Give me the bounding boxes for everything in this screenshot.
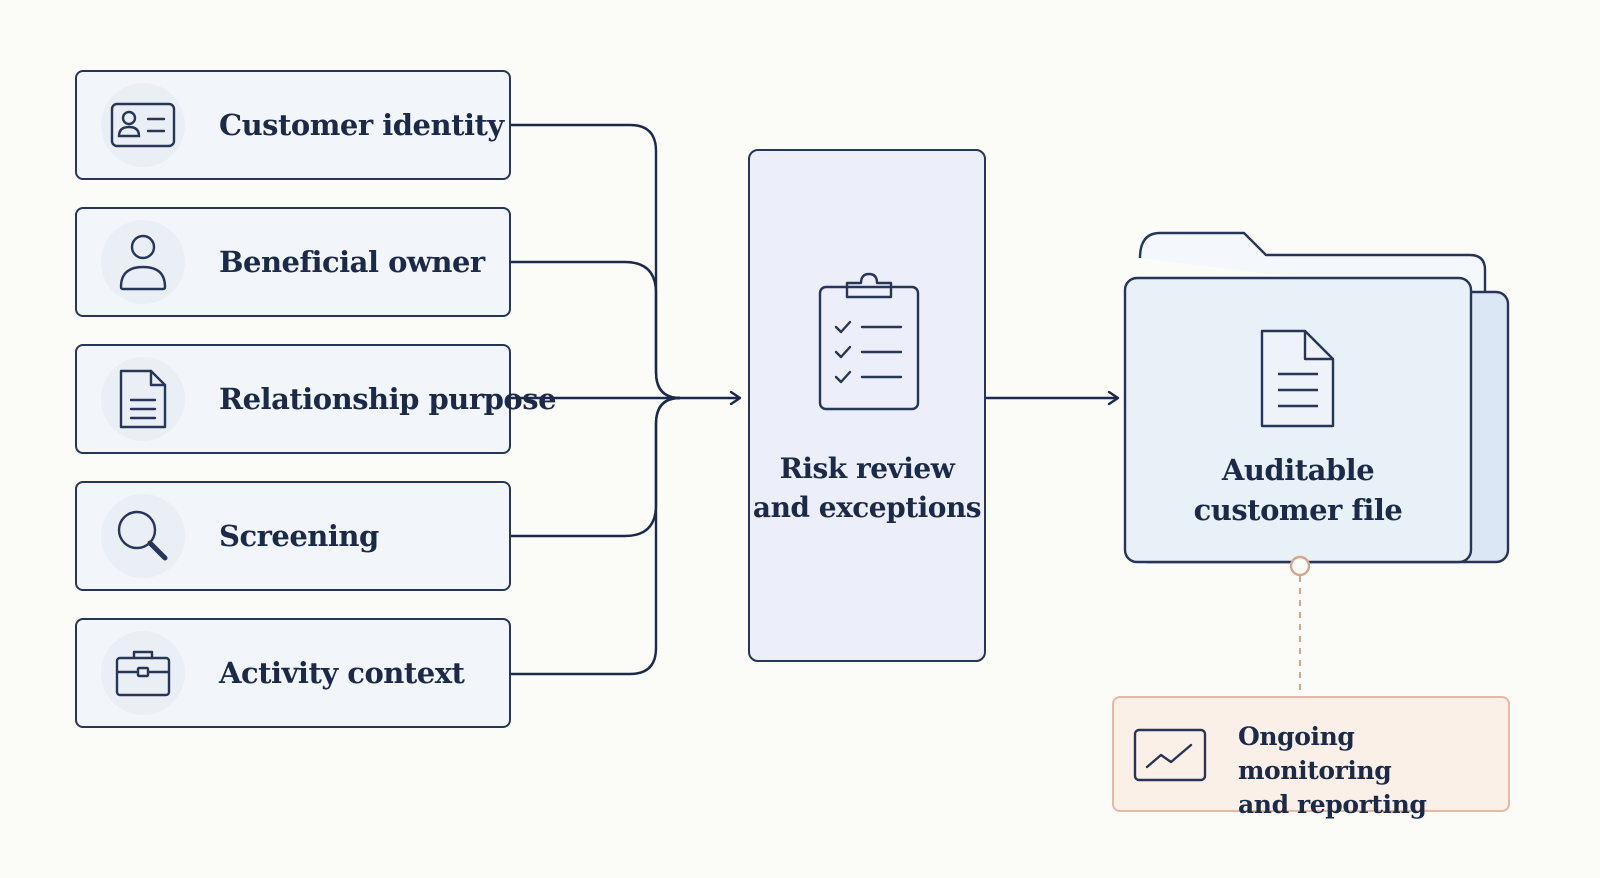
connector-screening [511, 396, 681, 538]
clipboard-checklist-icon [818, 272, 920, 411]
monitoring-label: Ongoing monitoring and reporting [1238, 722, 1427, 819]
risk-review-box: Risk review and exceptions [748, 149, 986, 662]
input-activity-context: Activity context [75, 618, 511, 728]
input-screening: Screening [75, 481, 511, 591]
input-label: Relationship purpose [219, 382, 557, 416]
connector-dot [1289, 555, 1311, 577]
folder-document-icon [1123, 231, 1510, 564]
connector-activity-context [511, 396, 681, 676]
input-customer-identity: Customer identity [75, 70, 511, 180]
input-beneficial-owner: Beneficial owner [75, 207, 511, 317]
connector-beneficial-owner [511, 260, 681, 400]
document-icon [101, 357, 185, 441]
input-label: Beneficial owner [219, 245, 485, 279]
risk-review-label: Risk review and exceptions [752, 452, 982, 524]
monitoring-box: Ongoing monitoring and reporting [1112, 696, 1510, 819]
auditable-file-label: Auditable customer file [1193, 453, 1403, 527]
input-label: Activity context [219, 656, 465, 690]
id-card-icon [101, 83, 185, 167]
trend-chart-icon [1132, 727, 1208, 787]
input-relationship-purpose: Relationship purpose [75, 344, 557, 454]
person-icon [101, 220, 185, 304]
magnifier-icon [101, 494, 185, 578]
input-label: Customer identity [219, 108, 504, 142]
briefcase-icon [101, 631, 185, 715]
input-label: Screening [219, 519, 379, 553]
